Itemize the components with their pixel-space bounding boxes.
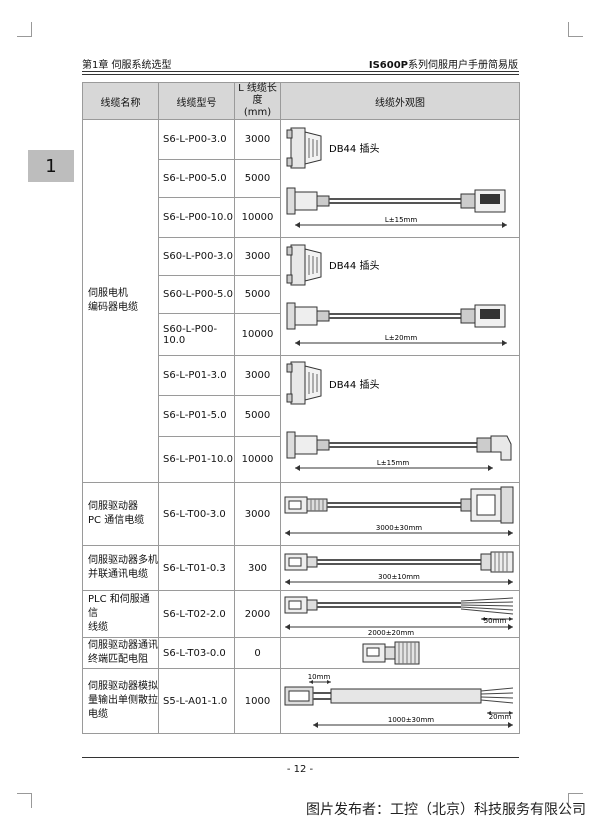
cable-name: PLC 和伺服通信 线缆 — [82, 590, 159, 638]
cable-table: 线缆名称 线缆型号 L 线缆长度 (mm) 线缆外观图 伺服电机 编码器电缆 S… — [82, 82, 520, 734]
end-length-label: 50mm — [484, 617, 507, 625]
cable-name: 伺服驱动器通讯 终端匹配电阻 — [82, 637, 159, 669]
col-header-model: 线缆型号 — [158, 82, 235, 120]
cable-model: S6-L-T03-0.0 — [158, 637, 235, 669]
length-label: 300±10mm — [378, 573, 420, 581]
crop-mark — [17, 22, 32, 37]
table-row: S6-L-P01-3.0 3000 DB44 插头 L±15mm — [83, 354, 520, 483]
cable-drawing-t00: 3000±30mm — [280, 482, 520, 546]
table-row: 伺服驱动器多机 并联通讯电缆 S6-L-T01-0.3 300 300±10mm — [82, 545, 520, 591]
cable-name: 伺服电机 编码器电缆 — [82, 119, 159, 483]
table-row: 伺服电机 编码器电缆 S6-L-P00-3.0 3000 DB44 插头 — [82, 119, 520, 483]
cable-drawing-p00: DB44 插头 L±15mm — [280, 119, 520, 238]
cable-length: 2000 — [234, 590, 281, 638]
table-row: 伺服驱动器 PC 通信电缆 S6-L-T00-3.0 3000 3000±30m… — [82, 482, 520, 546]
cable-length: 3000 — [234, 482, 281, 546]
db44-label: DB44 插头 — [329, 259, 379, 272]
manual-title: 系列伺服用户手册简易版 — [408, 60, 518, 71]
cable-model: S6-L-P00-3.0 — [158, 119, 235, 160]
table-row: PLC 和伺服通信 线缆 S6-L-T02-2.0 2000 2000±20mm… — [82, 590, 520, 638]
table-row: 伺服驱动器通讯 终端匹配电阻 S6-L-T03-0.0 0 — [82, 637, 520, 669]
col-header-appearance: 线缆外观图 — [280, 82, 520, 120]
cable-name: 伺服驱动器模拟 量输出单侧散拉 电缆 — [82, 668, 159, 734]
cable-length: 3000 — [234, 237, 281, 276]
cable-drawing-s60-p00: DB44 插头 L±20mm — [280, 237, 520, 356]
cable-drawing-a01: 10mm 20mm 1000±30mm — [280, 668, 520, 734]
cable-model: S6-L-T02-2.0 — [158, 590, 235, 638]
cable-length: 10000 — [234, 435, 281, 484]
table-row: 伺服驱动器模拟 量输出单侧散拉 电缆 S5-L-A01-1.0 1000 10m… — [82, 668, 520, 734]
cable-name: 伺服驱动器 PC 通信电缆 — [82, 482, 159, 546]
cable-length: 300 — [234, 545, 281, 591]
cable-drawing-t03 — [280, 637, 520, 669]
length-label: L±15mm — [385, 216, 417, 224]
cable-length: 0 — [234, 637, 281, 669]
cable-length: 10000 — [234, 197, 281, 238]
cable-drawing-t01: 300±10mm — [280, 545, 520, 591]
cable-length: 5000 — [234, 159, 281, 198]
cable-length: 3000 — [234, 119, 281, 160]
crop-mark — [568, 793, 583, 808]
cable-length: 5000 — [234, 395, 281, 437]
length-label: L±15mm — [377, 459, 409, 467]
table-row: S60-L-P00-3.0 3000 DB44 插头 L±20mm — [83, 237, 520, 356]
product-name: IS600P — [368, 60, 408, 71]
col-header-name: 线缆名称 — [82, 82, 159, 120]
cable-model: S6-L-T00-3.0 — [158, 482, 235, 546]
length-label: 3000±30mm — [376, 524, 422, 532]
cable-model: S6-L-P01-3.0 — [158, 354, 235, 397]
cable-drawing-p01: DB44 插头 L±15mm — [280, 355, 520, 483]
table-header-row: 线缆名称 线缆型号 L 线缆长度 (mm) 线缆外观图 — [82, 82, 520, 120]
cable-model: S6-L-P01-10.0 — [158, 435, 235, 484]
cable-model: S60-L-P00-5.0 — [158, 275, 235, 314]
length-label: 1000±30mm — [388, 716, 434, 724]
cable-model: S6-L-P01-5.0 — [158, 395, 235, 437]
cable-length: 5000 — [234, 275, 281, 314]
header-rule — [82, 71, 519, 72]
length-label: L±20mm — [385, 334, 417, 342]
cable-length: 10000 — [234, 313, 281, 356]
cable-length: 1000 — [234, 668, 281, 734]
cable-model: S6-L-P00-10.0 — [158, 197, 235, 238]
table-row: S6-L-P01-10.0 10000 — [83, 435, 520, 484]
publisher-watermark: 图片发布者：工控（北京）科技服务有限公司 — [306, 802, 586, 818]
chapter-tab: 1 — [28, 150, 74, 182]
footer-rule — [82, 757, 519, 758]
cable-drawing-t02: 2000±20mm 50mm — [280, 590, 520, 638]
cable-model: S6-L-T01-0.3 — [158, 545, 235, 591]
end-length-label: 20mm — [489, 713, 512, 721]
cable-model: S60-L-P00-3.0 — [158, 237, 235, 276]
cable-model: S6-L-P00-5.0 — [158, 159, 235, 198]
crop-mark — [568, 22, 583, 37]
table-row: S60-L-P00-10.0 10000 — [83, 313, 520, 356]
cable-length: 3000 — [234, 354, 281, 397]
length-label: 2000±20mm — [368, 629, 414, 637]
db44-label: DB44 插头 — [329, 142, 379, 155]
top-length-label: 10mm — [308, 673, 331, 681]
cable-model: S60-L-P00-10.0 — [158, 313, 235, 356]
header-rule — [82, 74, 519, 75]
db44-label: DB44 插头 — [329, 378, 379, 391]
table-row: S6-L-P00-5.0 5000 — [83, 159, 520, 198]
col-header-length: L 线缆长度 (mm) — [234, 82, 281, 120]
crop-mark — [17, 793, 32, 808]
cable-model: S5-L-A01-1.0 — [158, 668, 235, 734]
manual-title-header: IS600P系列伺服用户手册简易版 — [369, 56, 518, 71]
chapter-header: 第1章 伺服系统选型 — [82, 60, 172, 71]
page-number: - 12 - — [286, 764, 314, 775]
cable-name: 伺服驱动器多机 并联通讯电缆 — [82, 545, 159, 591]
